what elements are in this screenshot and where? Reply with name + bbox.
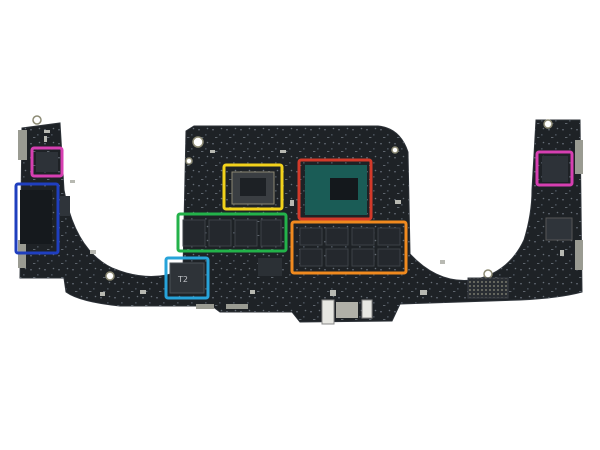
highlight-cyan bbox=[164, 256, 210, 300]
highlight-blue bbox=[14, 182, 60, 255]
left-controller-chip bbox=[60, 196, 70, 216]
mounting-holes bbox=[32, 115, 553, 281]
chip-cpu-die bbox=[330, 178, 358, 200]
chip-left-flash bbox=[20, 190, 52, 244]
right-controller-chip bbox=[545, 217, 573, 241]
passive-components bbox=[44, 130, 564, 296]
mid-chip bbox=[258, 258, 282, 276]
bottom-connectors bbox=[196, 299, 373, 325]
chip-gpu-die bbox=[240, 178, 266, 196]
highlight-orange bbox=[290, 220, 408, 275]
chip-ram-row bbox=[182, 219, 282, 247]
chip-right-small bbox=[542, 156, 568, 182]
io-controller-chip bbox=[467, 277, 509, 299]
highlight-magenta-right bbox=[535, 150, 574, 187]
chip-left-small bbox=[36, 152, 58, 172]
highlight-red bbox=[297, 158, 373, 221]
chip-ram-grid bbox=[299, 227, 401, 267]
highlight-yellow bbox=[222, 163, 284, 211]
chip-t2-marking: T2 bbox=[177, 275, 188, 284]
highlight-green bbox=[176, 212, 288, 253]
chip-t2 bbox=[169, 262, 205, 294]
highlight-magenta-left bbox=[30, 146, 64, 178]
